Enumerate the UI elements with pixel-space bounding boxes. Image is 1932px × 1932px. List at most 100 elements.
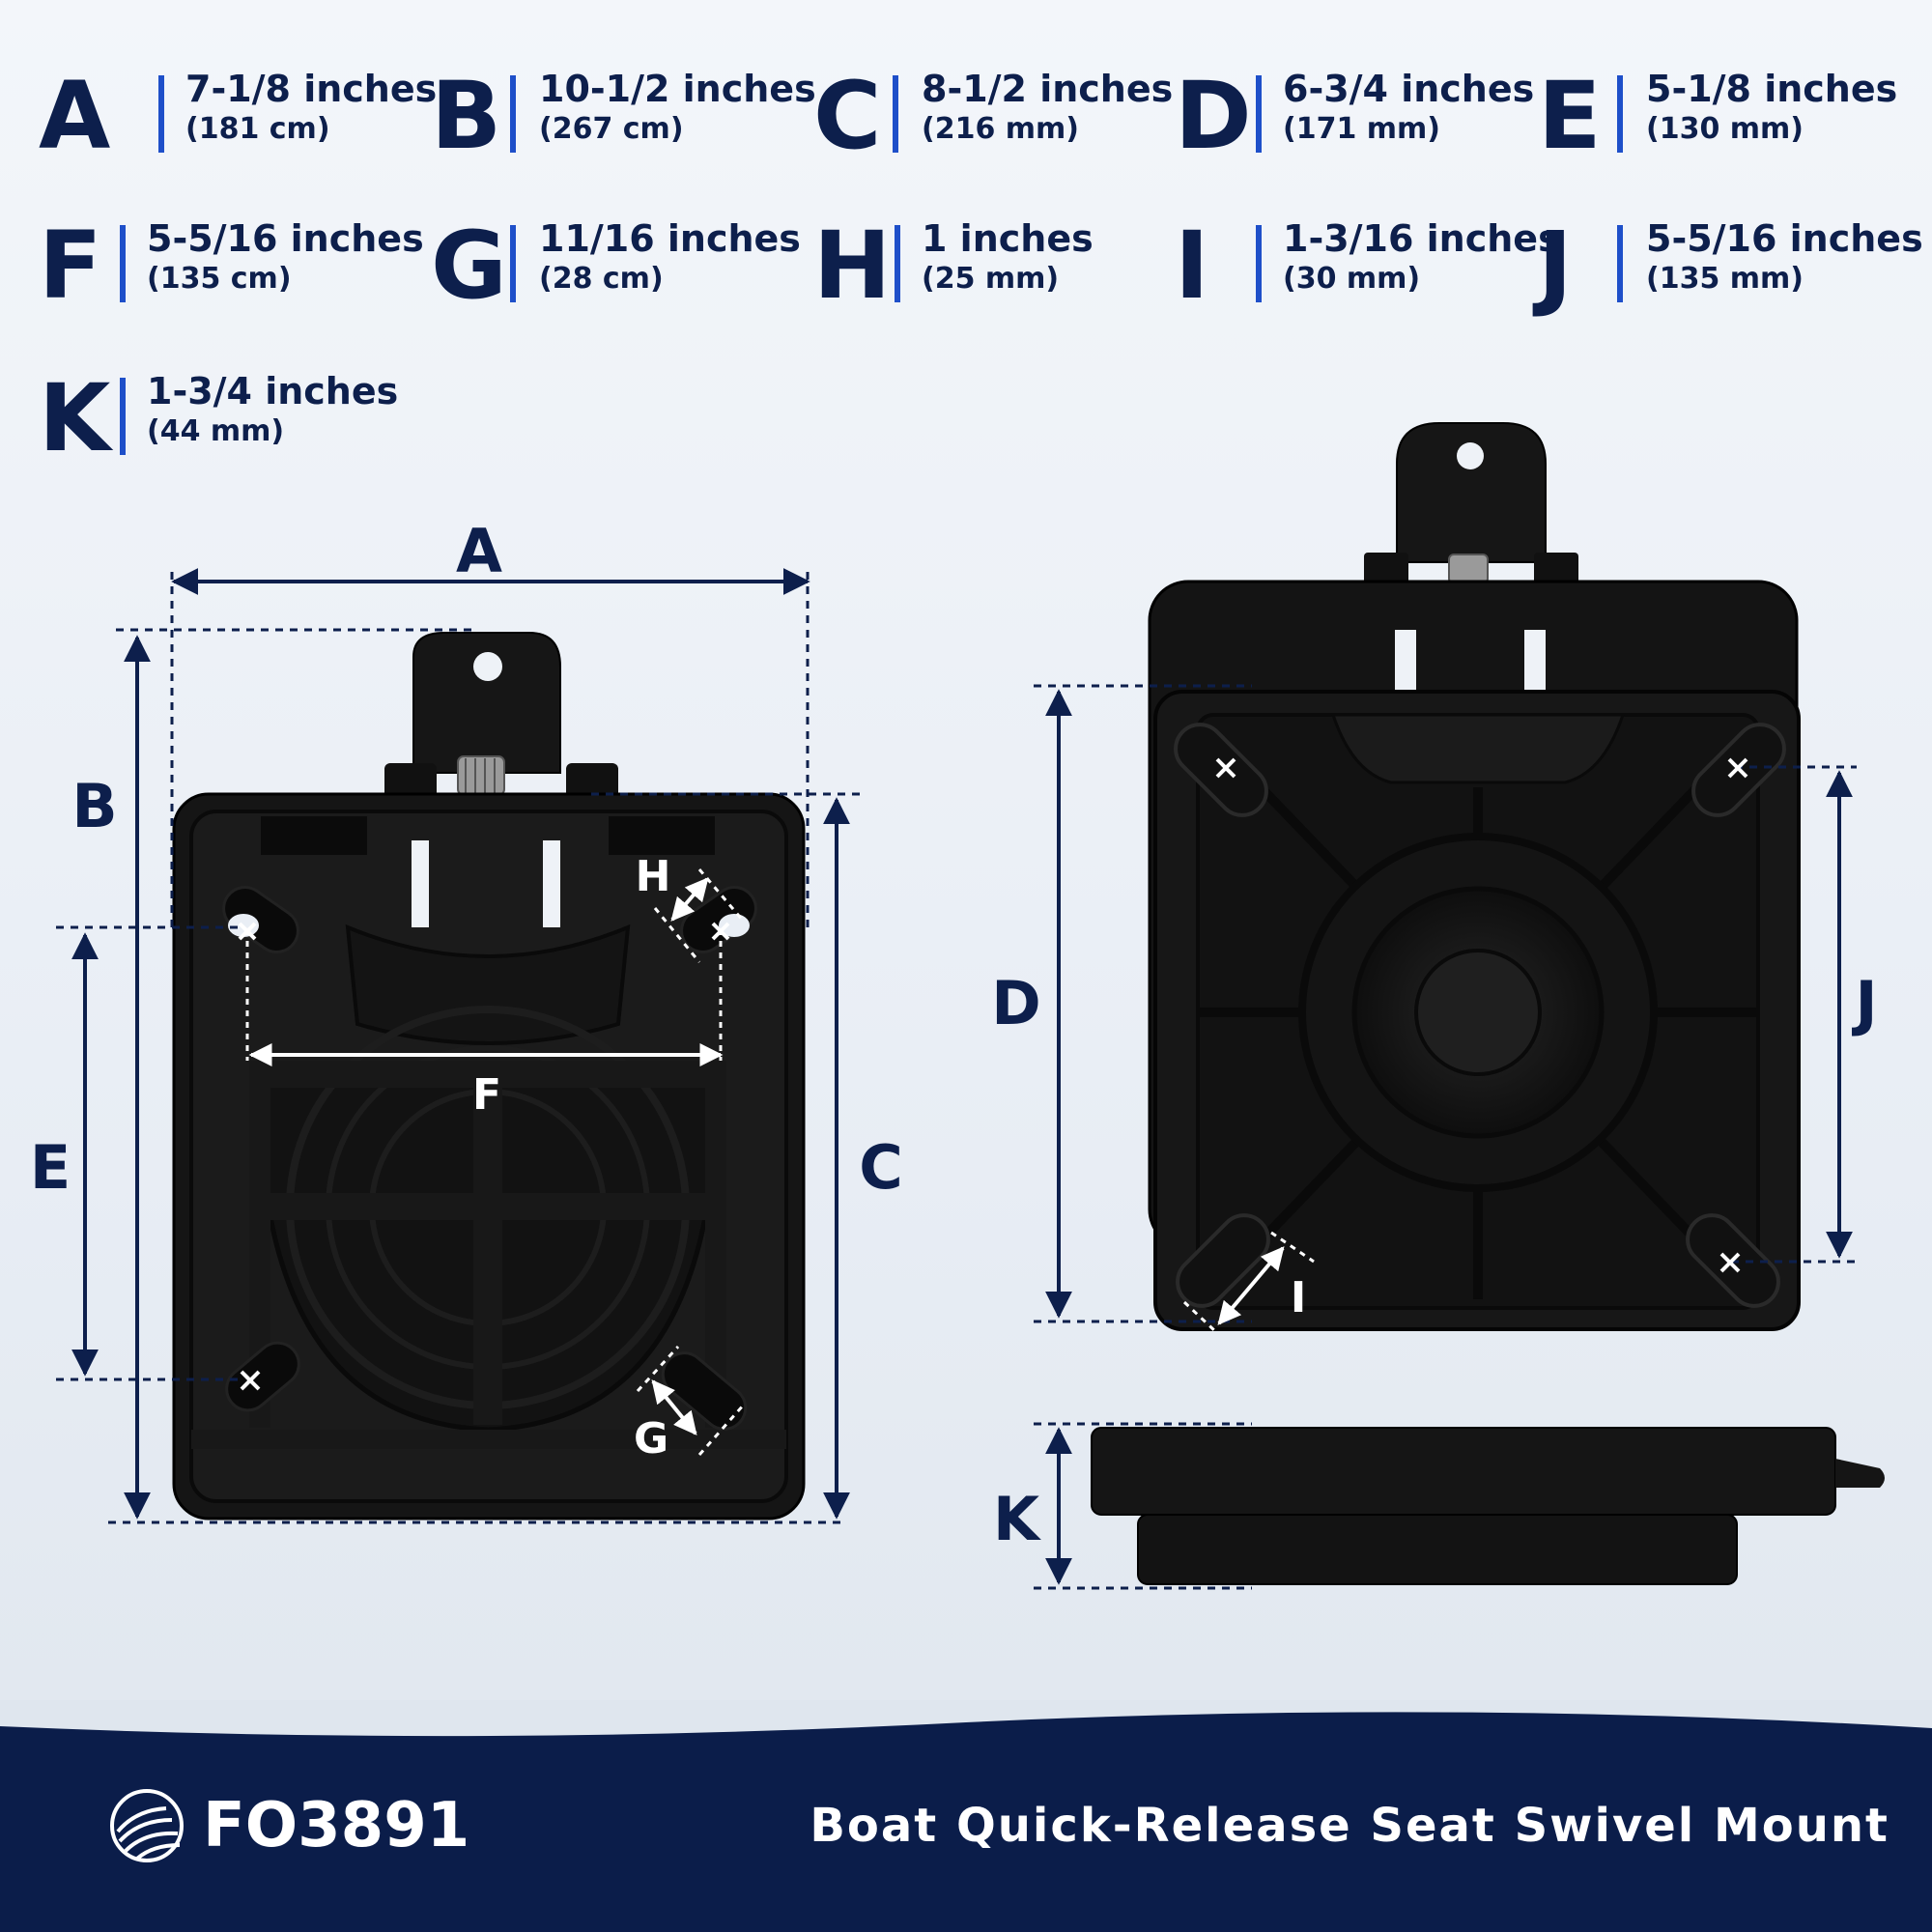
dim-line-h (670, 877, 709, 922)
legend-letter: G (431, 212, 507, 320)
legend-metric: (30 mm) (1283, 262, 1421, 296)
side-latch-tip (1835, 1459, 1885, 1488)
slot-dimension-lines (245, 868, 1315, 1456)
dim-label-e: E (30, 1132, 71, 1203)
plate-rib (261, 1193, 715, 1220)
legend-metric: (181 cm) (185, 112, 330, 146)
plate-rib (705, 1061, 726, 1428)
legend-item-b: B 10-1/2 inches (267 cm) (431, 68, 817, 164)
legend-item-a: A 7-1/8 inches (181 cm) (39, 62, 437, 170)
plate-rib (249, 1061, 270, 1428)
legend-value: 1-3/4 inches (147, 370, 399, 412)
legend-value: 1 inches (922, 217, 1094, 260)
plate-rib (473, 1063, 502, 1425)
hole-markers (238, 757, 1748, 1391)
dim-label-k: K (993, 1484, 1041, 1554)
legend-item-d: D 6-3/4 inches (171 mm) (1175, 68, 1542, 164)
latch-tab (1396, 422, 1547, 563)
legend-metric: (216 mm) (922, 112, 1080, 146)
legend-divider (158, 75, 164, 153)
legend-value: 10-1/2 inches (539, 68, 816, 110)
cross-icon (1727, 757, 1748, 779)
cross-icon (240, 1370, 261, 1391)
mount-slot-bottom-left (225, 1341, 300, 1412)
legend-letter: F (39, 212, 102, 320)
legend-divider (1617, 225, 1623, 302)
mount-slot-top-left (1174, 723, 1268, 817)
legend-divider (895, 225, 900, 302)
latch-hole (473, 652, 502, 681)
legend-metric: (28 cm) (539, 262, 664, 296)
legend-metric: (25 mm) (922, 262, 1060, 296)
cross-icon (238, 922, 257, 941)
legend-item-g: G 11/16 inches (28 cm) (431, 217, 817, 314)
side-plate-bottom (1137, 1514, 1738, 1585)
cross-icon (1215, 757, 1236, 779)
footer-wave (0, 1700, 1932, 1737)
legend-letter: K (39, 364, 111, 472)
cross-icon (711, 922, 730, 941)
latch-slot (543, 840, 560, 927)
wave-globe-icon (110, 1789, 184, 1862)
dimension-lines (56, 568, 1857, 1590)
legend-metric: (171 mm) (1283, 112, 1441, 146)
legend-metric: (44 mm) (147, 414, 285, 448)
legend-value: 5-5/16 inches (147, 217, 424, 260)
dim-label-c: C (859, 1132, 903, 1203)
legend-metric: (135 cm) (147, 262, 292, 296)
legend-item-c: C 8-1/2 inches (216 mm) (813, 68, 1180, 164)
legend-divider (1617, 75, 1623, 153)
legend-value: 7-1/8 inches (185, 68, 438, 110)
legend-value: 5-5/16 inches (1646, 217, 1923, 260)
legend-item-e: E 5-1/8 inches (130 mm) (1538, 68, 1924, 164)
hinge-block-left (384, 763, 437, 802)
latch-tab (412, 632, 561, 774)
legend-value: 5-1/8 inches (1646, 68, 1898, 110)
dim-line-i (1217, 1246, 1285, 1325)
legend-metric: (267 cm) (539, 112, 684, 146)
swivel-hub-center (1414, 949, 1542, 1076)
latch-hole (1457, 442, 1484, 469)
legend-divider (510, 75, 516, 153)
legend-letter: A (39, 62, 111, 170)
right-mount-plate (1148, 422, 1801, 1331)
guide-line (1270, 1231, 1315, 1264)
dim-label-f: F (472, 1070, 501, 1120)
legend-item-j: J 5-5/16 inches (135 mm) (1538, 217, 1924, 314)
dim-label-d: D (991, 968, 1040, 1038)
plate-cavity (261, 816, 367, 855)
legend-divider (1256, 225, 1262, 302)
model-code: FO3891 (203, 1790, 470, 1861)
cross-icon (1719, 1252, 1741, 1273)
dim-label-i: I (1291, 1273, 1306, 1322)
legend-letter: C (813, 62, 882, 170)
plate-cavity (609, 816, 715, 855)
dim-line-g (651, 1379, 697, 1435)
legend-letter: B (431, 62, 502, 170)
plate-rib (191, 1430, 786, 1449)
legend-metric: (130 mm) (1646, 112, 1804, 146)
legend-letter: I (1175, 212, 1209, 320)
legend-letter: H (813, 212, 892, 320)
left-mount-plate (172, 632, 806, 1520)
legend-letter: J (1538, 212, 1573, 320)
guide-line (636, 1345, 680, 1393)
latch-slot (1395, 630, 1416, 697)
product-title: Boat Quick-Release Seat Swivel Mount (810, 1799, 1889, 1853)
side-plate-top (1091, 1427, 1836, 1516)
legend-item-k: K 1-3/4 inches (44 mm) (39, 370, 425, 467)
legend-letter: D (1175, 62, 1252, 170)
latch-slot (412, 840, 429, 927)
legend-value: 8-1/2 inches (922, 68, 1174, 110)
dimension-diagram: A B C E D J K F H G I (30, 422, 1885, 1590)
legend-item-i: I 1-3/16 inches (30 mm) (1175, 212, 1560, 320)
mount-slot-top-left (222, 886, 299, 953)
dim-label-a: A (456, 516, 502, 586)
guide-line (653, 907, 701, 963)
legend-divider (120, 378, 126, 455)
legend-metric: (135 mm) (1646, 262, 1804, 296)
legend-item-h: H 1 inches (25 mm) (813, 217, 1180, 314)
dim-label-g: G (634, 1414, 668, 1463)
hinge-spring (1448, 554, 1489, 584)
legend-value: 11/16 inches (539, 217, 801, 260)
